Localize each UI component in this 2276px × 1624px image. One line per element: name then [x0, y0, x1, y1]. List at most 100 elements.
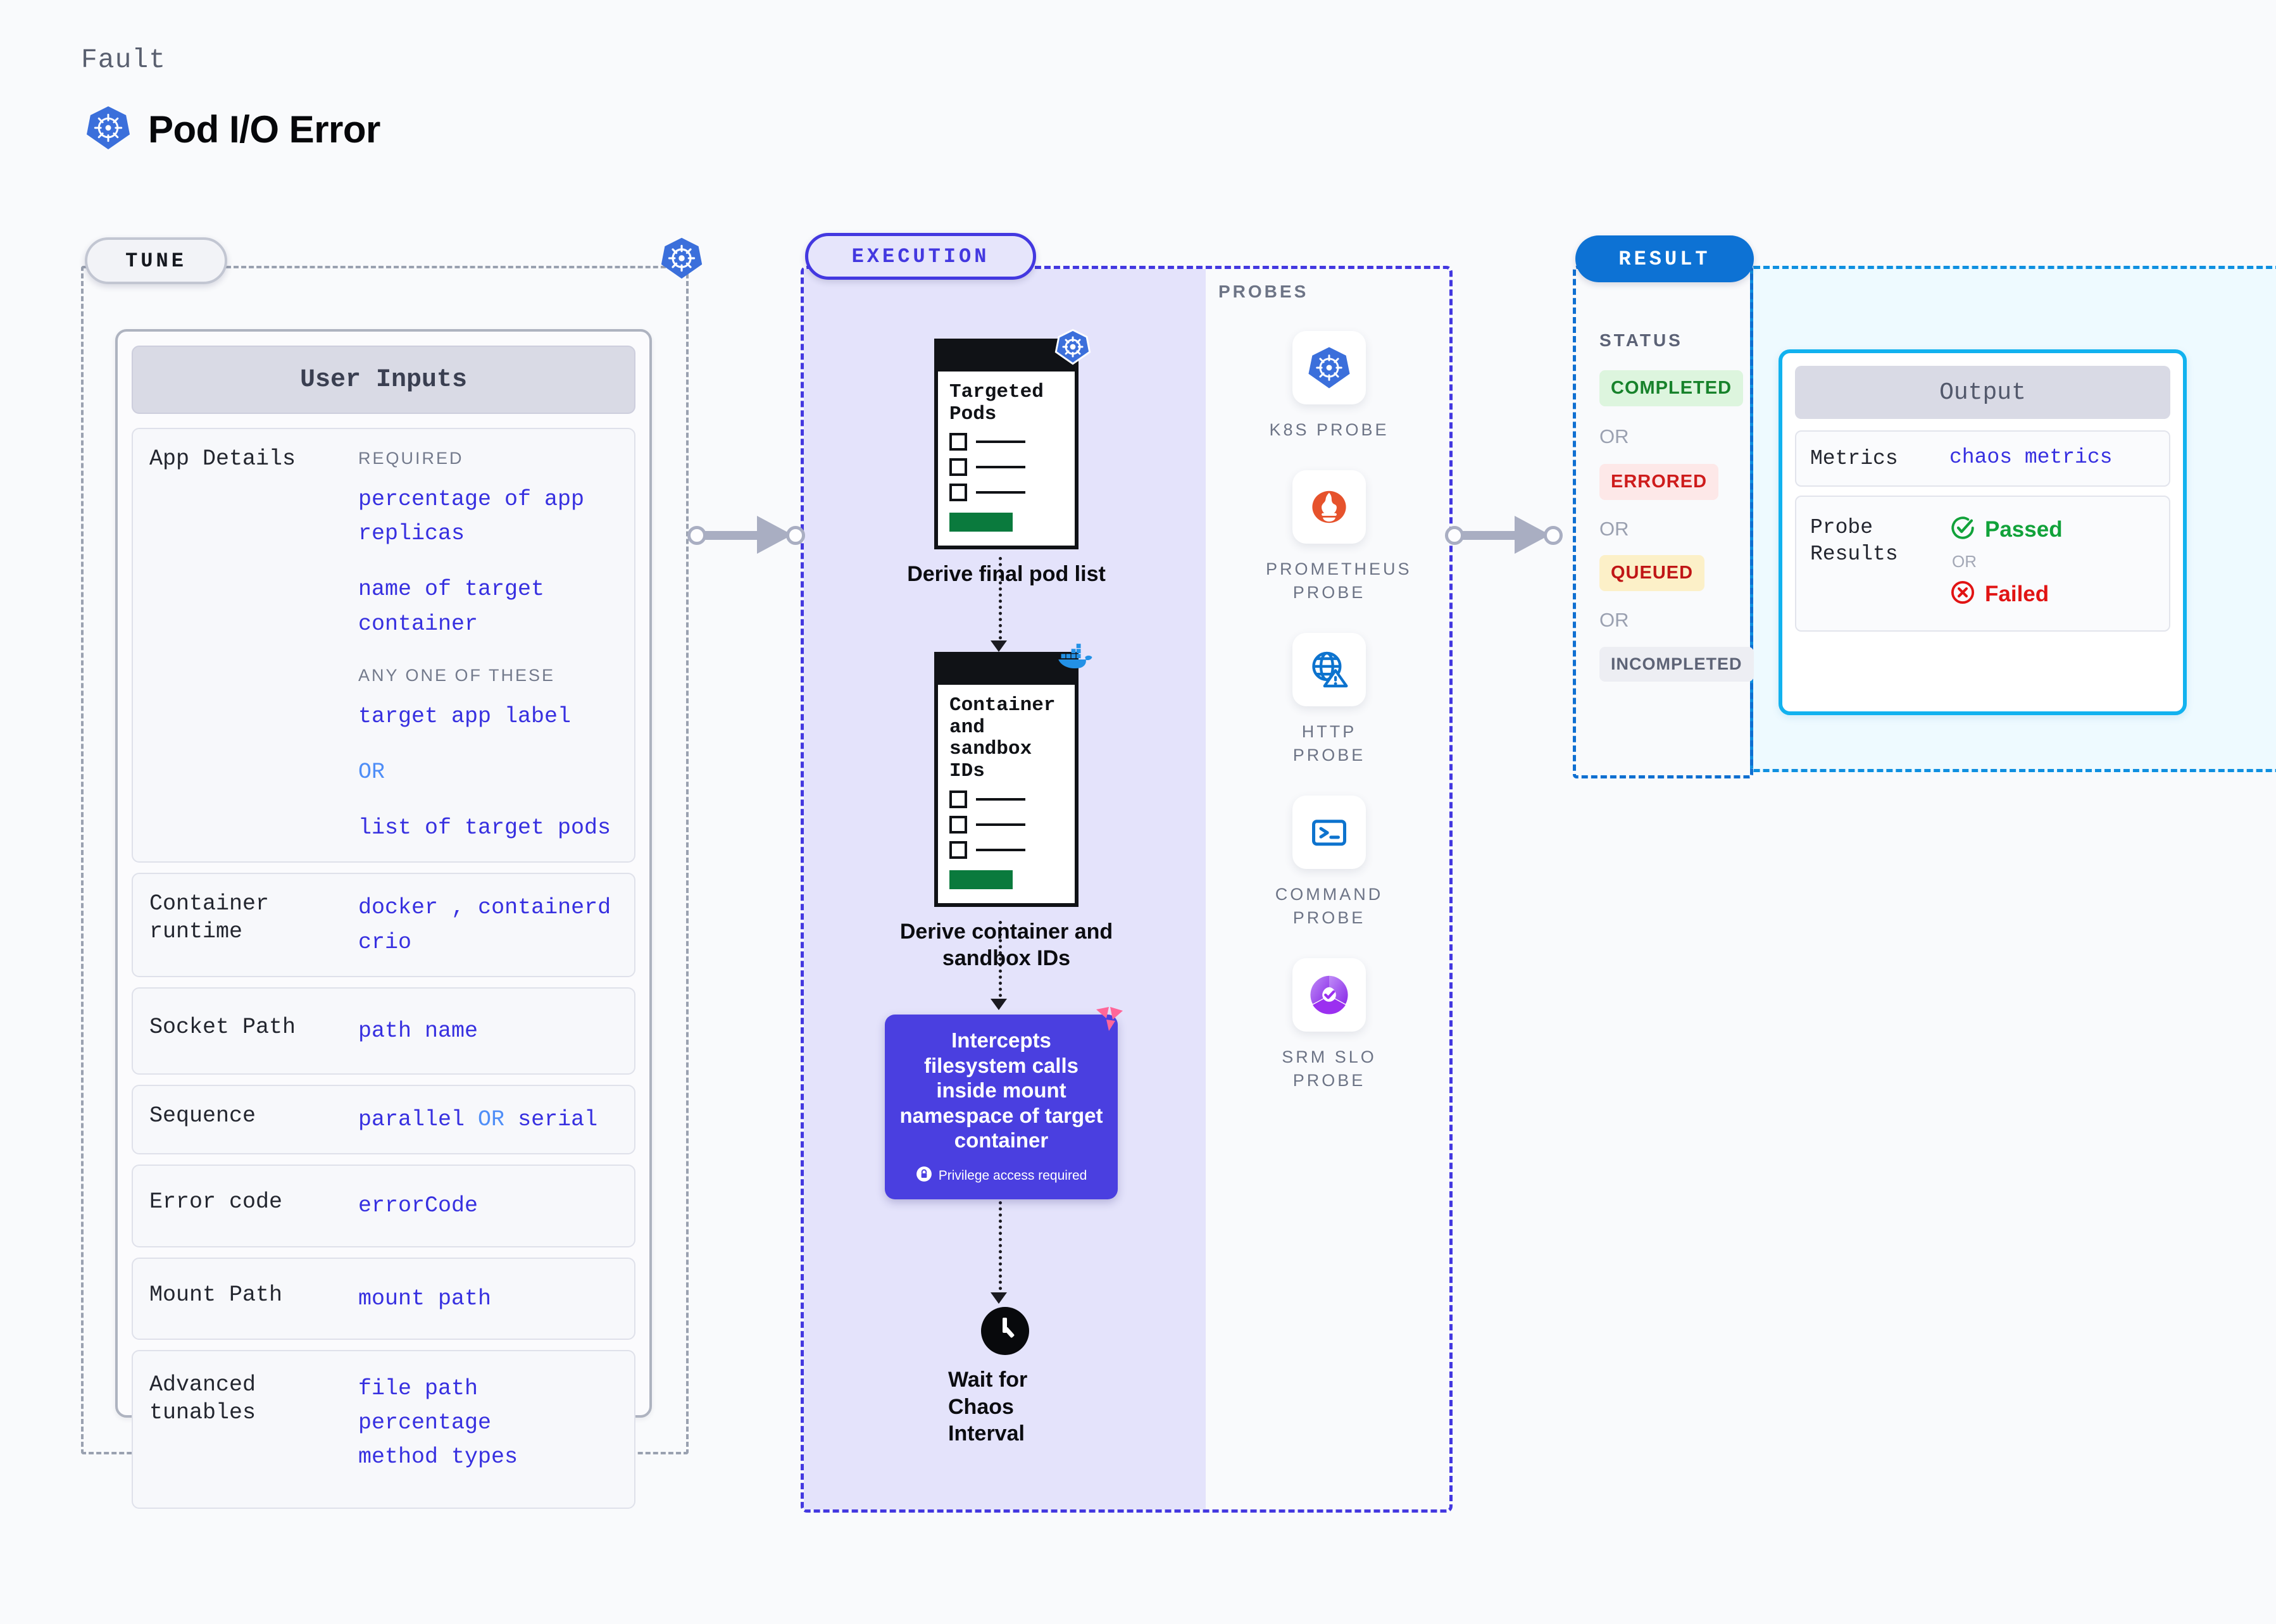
flow-arrowhead — [991, 1292, 1007, 1304]
value-item: percentage of app replicas — [358, 486, 585, 547]
chaos-description: Intercepts filesystem calls inside mount… — [899, 1028, 1103, 1152]
globe-warning-icon — [1292, 633, 1366, 707]
row-key: Mount Path — [149, 1282, 283, 1308]
status-bar — [949, 870, 1013, 889]
probe-http[interactable]: HTTP PROBE — [1266, 633, 1392, 766]
checkbox-icon — [949, 790, 967, 808]
row-key: Metrics — [1810, 447, 1898, 470]
clock-icon — [981, 1307, 1029, 1355]
probe-result-passed: Passed — [1949, 515, 2155, 544]
step-caption: Derive final pod list — [907, 562, 1106, 587]
or-separator: OR — [1952, 552, 1977, 572]
check-circle-icon — [1949, 515, 1976, 544]
status-badge-incompleted: INCOMPLETED — [1599, 647, 1754, 682]
output-row-metrics: Metrics chaos metrics — [1795, 430, 2170, 487]
card-title: Targeted Pods — [949, 381, 1044, 425]
row-key: Container runtime — [149, 891, 270, 945]
probe-k8s[interactable]: K8S PROBE — [1266, 331, 1392, 441]
value-separator: , — [451, 895, 465, 921]
passed-label: Passed — [1985, 516, 2063, 542]
row-key: Probe Results — [1810, 516, 1898, 566]
step-caption: Derive container and sandbox IDs — [899, 919, 1113, 971]
tune-row-advanced-tunables: Advanced tunables file path percentage m… — [132, 1349, 635, 1509]
privilege-note-label: Privilege access required — [938, 1168, 1087, 1183]
value-item: serial — [518, 1107, 598, 1133]
lock-icon — [916, 1166, 932, 1186]
execution-step-wait-interval: Wait for Chaos Interval — [948, 1307, 1062, 1447]
probe-srm-slo[interactable]: SRM SLO PROBE — [1266, 958, 1392, 1092]
value-item: list of target pods — [358, 815, 611, 841]
fault-title-row: Pod I/O Error — [85, 104, 380, 154]
value-item: target app label — [358, 703, 572, 729]
tune-row-app-details: App Details REQUIRED percentage of app r… — [132, 428, 635, 863]
row-key: Advanced tunables — [149, 1371, 256, 1425]
tune-row-error-code: Error code errorCode — [132, 1165, 635, 1247]
user-inputs-card: User Inputs App Details REQUIRED percent… — [115, 329, 652, 1509]
or-separator: OR — [358, 759, 385, 785]
value-item: percentage — [358, 1410, 492, 1436]
value-item: mount path — [358, 1285, 492, 1311]
row-key: App Details — [149, 446, 296, 472]
checkbox-icon — [949, 840, 967, 859]
value-item: crio — [358, 929, 412, 955]
step-caption: Wait for Chaos Interval — [948, 1368, 1028, 1446]
value-item: path name — [358, 1018, 478, 1044]
chaos-injection-box: Intercepts filesystem calls inside mount… — [885, 1007, 1123, 1199]
docker-icon — [1054, 640, 1094, 675]
card-title: Container and sandbox IDs — [949, 694, 1056, 783]
value-item: parallel — [358, 1107, 465, 1133]
tune-row-container-runtime: Container runtime docker , containerd cr… — [132, 873, 635, 977]
flow-connector-line — [999, 921, 1002, 1003]
status-bar — [949, 513, 1013, 532]
probe-result-failed: Failed — [1949, 579, 2155, 609]
connector-execution-to-result — [1445, 516, 1565, 554]
container-sandbox-ids-card: Container and sandbox IDs — [934, 644, 1092, 907]
checkbox-icon — [949, 484, 967, 502]
terminal-icon — [1292, 796, 1366, 870]
litmus-icon — [1094, 1006, 1125, 1037]
required-label: REQUIRED — [358, 449, 464, 468]
execution-tag: EXECUTION — [805, 233, 1036, 280]
or-separator: OR — [478, 1107, 505, 1133]
list-line — [976, 823, 1025, 826]
prometheus-icon — [1292, 470, 1366, 544]
fault-eyebrow-label: Fault — [81, 44, 166, 75]
flow-arrowhead — [991, 640, 1007, 652]
anyone-label: ANY ONE OF THESE — [358, 665, 556, 685]
probe-label: SRM SLO PROBE — [1282, 1047, 1377, 1090]
status-badge-errored: ERRORED — [1599, 464, 1719, 500]
probe-label: HTTP PROBE — [1292, 722, 1366, 765]
row-key: Error code — [149, 1189, 283, 1215]
tune-row-socket-path: Socket Path path name — [132, 987, 635, 1075]
or-separator: OR — [1599, 425, 1629, 447]
value-item: method types — [358, 1444, 518, 1470]
result-tag: RESULT — [1575, 235, 1754, 282]
value-item: docker — [358, 895, 439, 921]
list-line — [976, 466, 1025, 469]
or-separator: OR — [1599, 609, 1629, 631]
execution-region — [801, 266, 1453, 1513]
probe-prometheus[interactable]: PROMETHEUS PROBE — [1266, 470, 1410, 604]
status-badge-completed: COMPLETED — [1599, 370, 1744, 406]
targeted-pods-card: Targeted Pods — [934, 328, 1091, 550]
privilege-note: Privilege access required — [916, 1166, 1087, 1186]
status-badge-queued: QUEUED — [1599, 555, 1705, 591]
output-card: Output Metrics chaos metrics Probe Resul… — [1779, 349, 2187, 715]
flow-connector-line — [999, 1201, 1002, 1296]
x-circle-icon — [1949, 579, 1976, 609]
checkbox-icon — [949, 433, 967, 451]
value-item: file path — [358, 1375, 478, 1401]
probes-column: PROBES K8S PROBE — [1206, 269, 1453, 1092]
checkbox-icon — [949, 458, 967, 477]
tune-row-mount-path: Mount Path mount path — [132, 1257, 635, 1340]
flow-arrowhead — [991, 999, 1007, 1010]
probes-label: PROBES — [1218, 282, 1309, 301]
value-item: containerd — [478, 895, 611, 921]
tune-row-sequence: Sequence parallel OR serial — [132, 1085, 635, 1155]
kubernetes-icon — [660, 236, 704, 284]
output-row-probe-results: Probe Results Passed OR — [1795, 496, 2170, 632]
list-line — [976, 848, 1025, 851]
row-key: Socket Path — [149, 1014, 296, 1040]
list-line — [976, 440, 1025, 444]
probe-command[interactable]: COMMAND PROBE — [1266, 796, 1392, 929]
